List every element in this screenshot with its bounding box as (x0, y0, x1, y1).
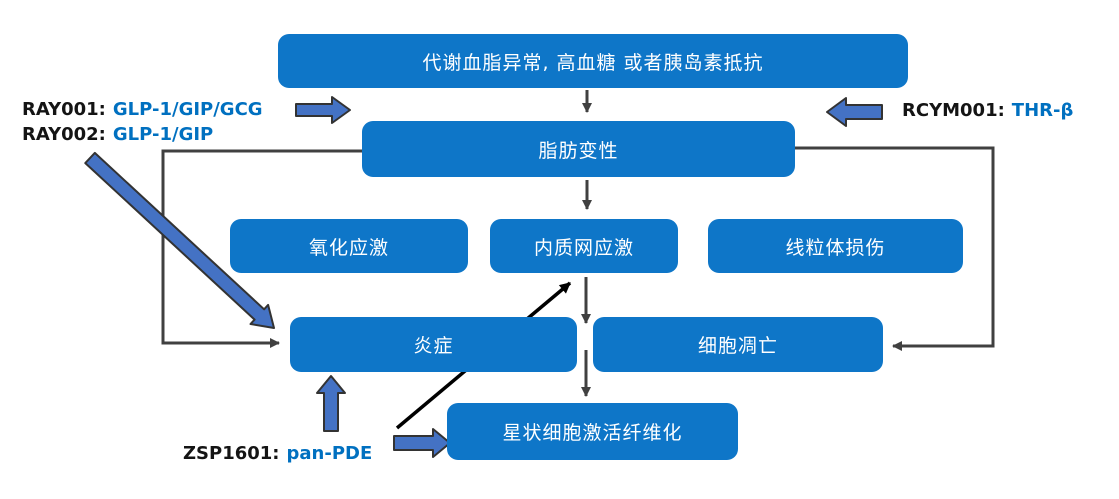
node-oxidative-stress-label: 氧化应激 (308, 236, 389, 259)
ray001-right-arrow-icon (295, 96, 351, 124)
node-fibrosis-label: 星状细胞激活纤维化 (502, 422, 683, 444)
node-metabolic-syndrome: 代谢血脂异常, 高血糖 或者胰岛素抵抗 (278, 34, 908, 88)
node-metabolic-syndrome-label: 代谢血脂异常, 高血糖 或者胰岛素抵抗 (422, 51, 764, 74)
drug-ray002-target: GLP-1/GIP (112, 124, 214, 145)
drug-zsp1601-target: pan-PDE (286, 443, 373, 464)
drug-label-ray002: RAY002: GLP-1/GIP (22, 124, 213, 145)
zsp1601-right-arrow-icon (393, 428, 451, 458)
drug-ray001-name: RAY001: (22, 99, 106, 120)
drug-label-zsp1601: ZSP1601: pan-PDE (183, 443, 372, 464)
drug-rcym001-name: RCYM001: (902, 100, 1005, 121)
drug-label-rcym001: RCYM001: THR-β (902, 100, 1073, 121)
drug-rcym001-target: THR-β (1011, 100, 1074, 121)
node-inflammation: 炎症 (290, 317, 577, 372)
elbow-steatosis-to-inflammation (161, 149, 362, 348)
node-inflammation-label: 炎症 (413, 335, 454, 357)
node-apoptosis-label: 细胞凋亡 (697, 335, 778, 357)
node-steatosis-label: 脂肪变性 (538, 139, 619, 162)
node-er-stress-label: 内质网应激 (533, 236, 634, 259)
node-fibrosis: 星状细胞激活纤维化 (447, 403, 738, 460)
node-steatosis: 脂肪变性 (362, 121, 795, 177)
zsp1601-up-arrow-icon (316, 375, 346, 432)
ray002-diagonal-arrow-icon (84, 151, 275, 329)
node-oxidative-stress: 氧化应激 (230, 219, 468, 273)
elbow-steatosis-to-apoptosis (795, 146, 995, 351)
node-mitochondrial-damage: 线粒体损伤 (708, 219, 963, 273)
drug-ray001-target: GLP-1/GIP/GCG (112, 99, 263, 120)
drug-zsp1601-name: ZSP1601: (183, 443, 280, 464)
drug-ray002-name: RAY002: (22, 124, 106, 145)
node-er-stress: 内质网应激 (490, 219, 678, 273)
node-apoptosis: 细胞凋亡 (593, 317, 883, 372)
node-mitochondrial-damage-label: 线粒体损伤 (785, 236, 886, 259)
rcym001-left-arrow-icon (826, 97, 883, 127)
drug-label-ray001: RAY001: GLP-1/GIP/GCG (22, 99, 263, 120)
